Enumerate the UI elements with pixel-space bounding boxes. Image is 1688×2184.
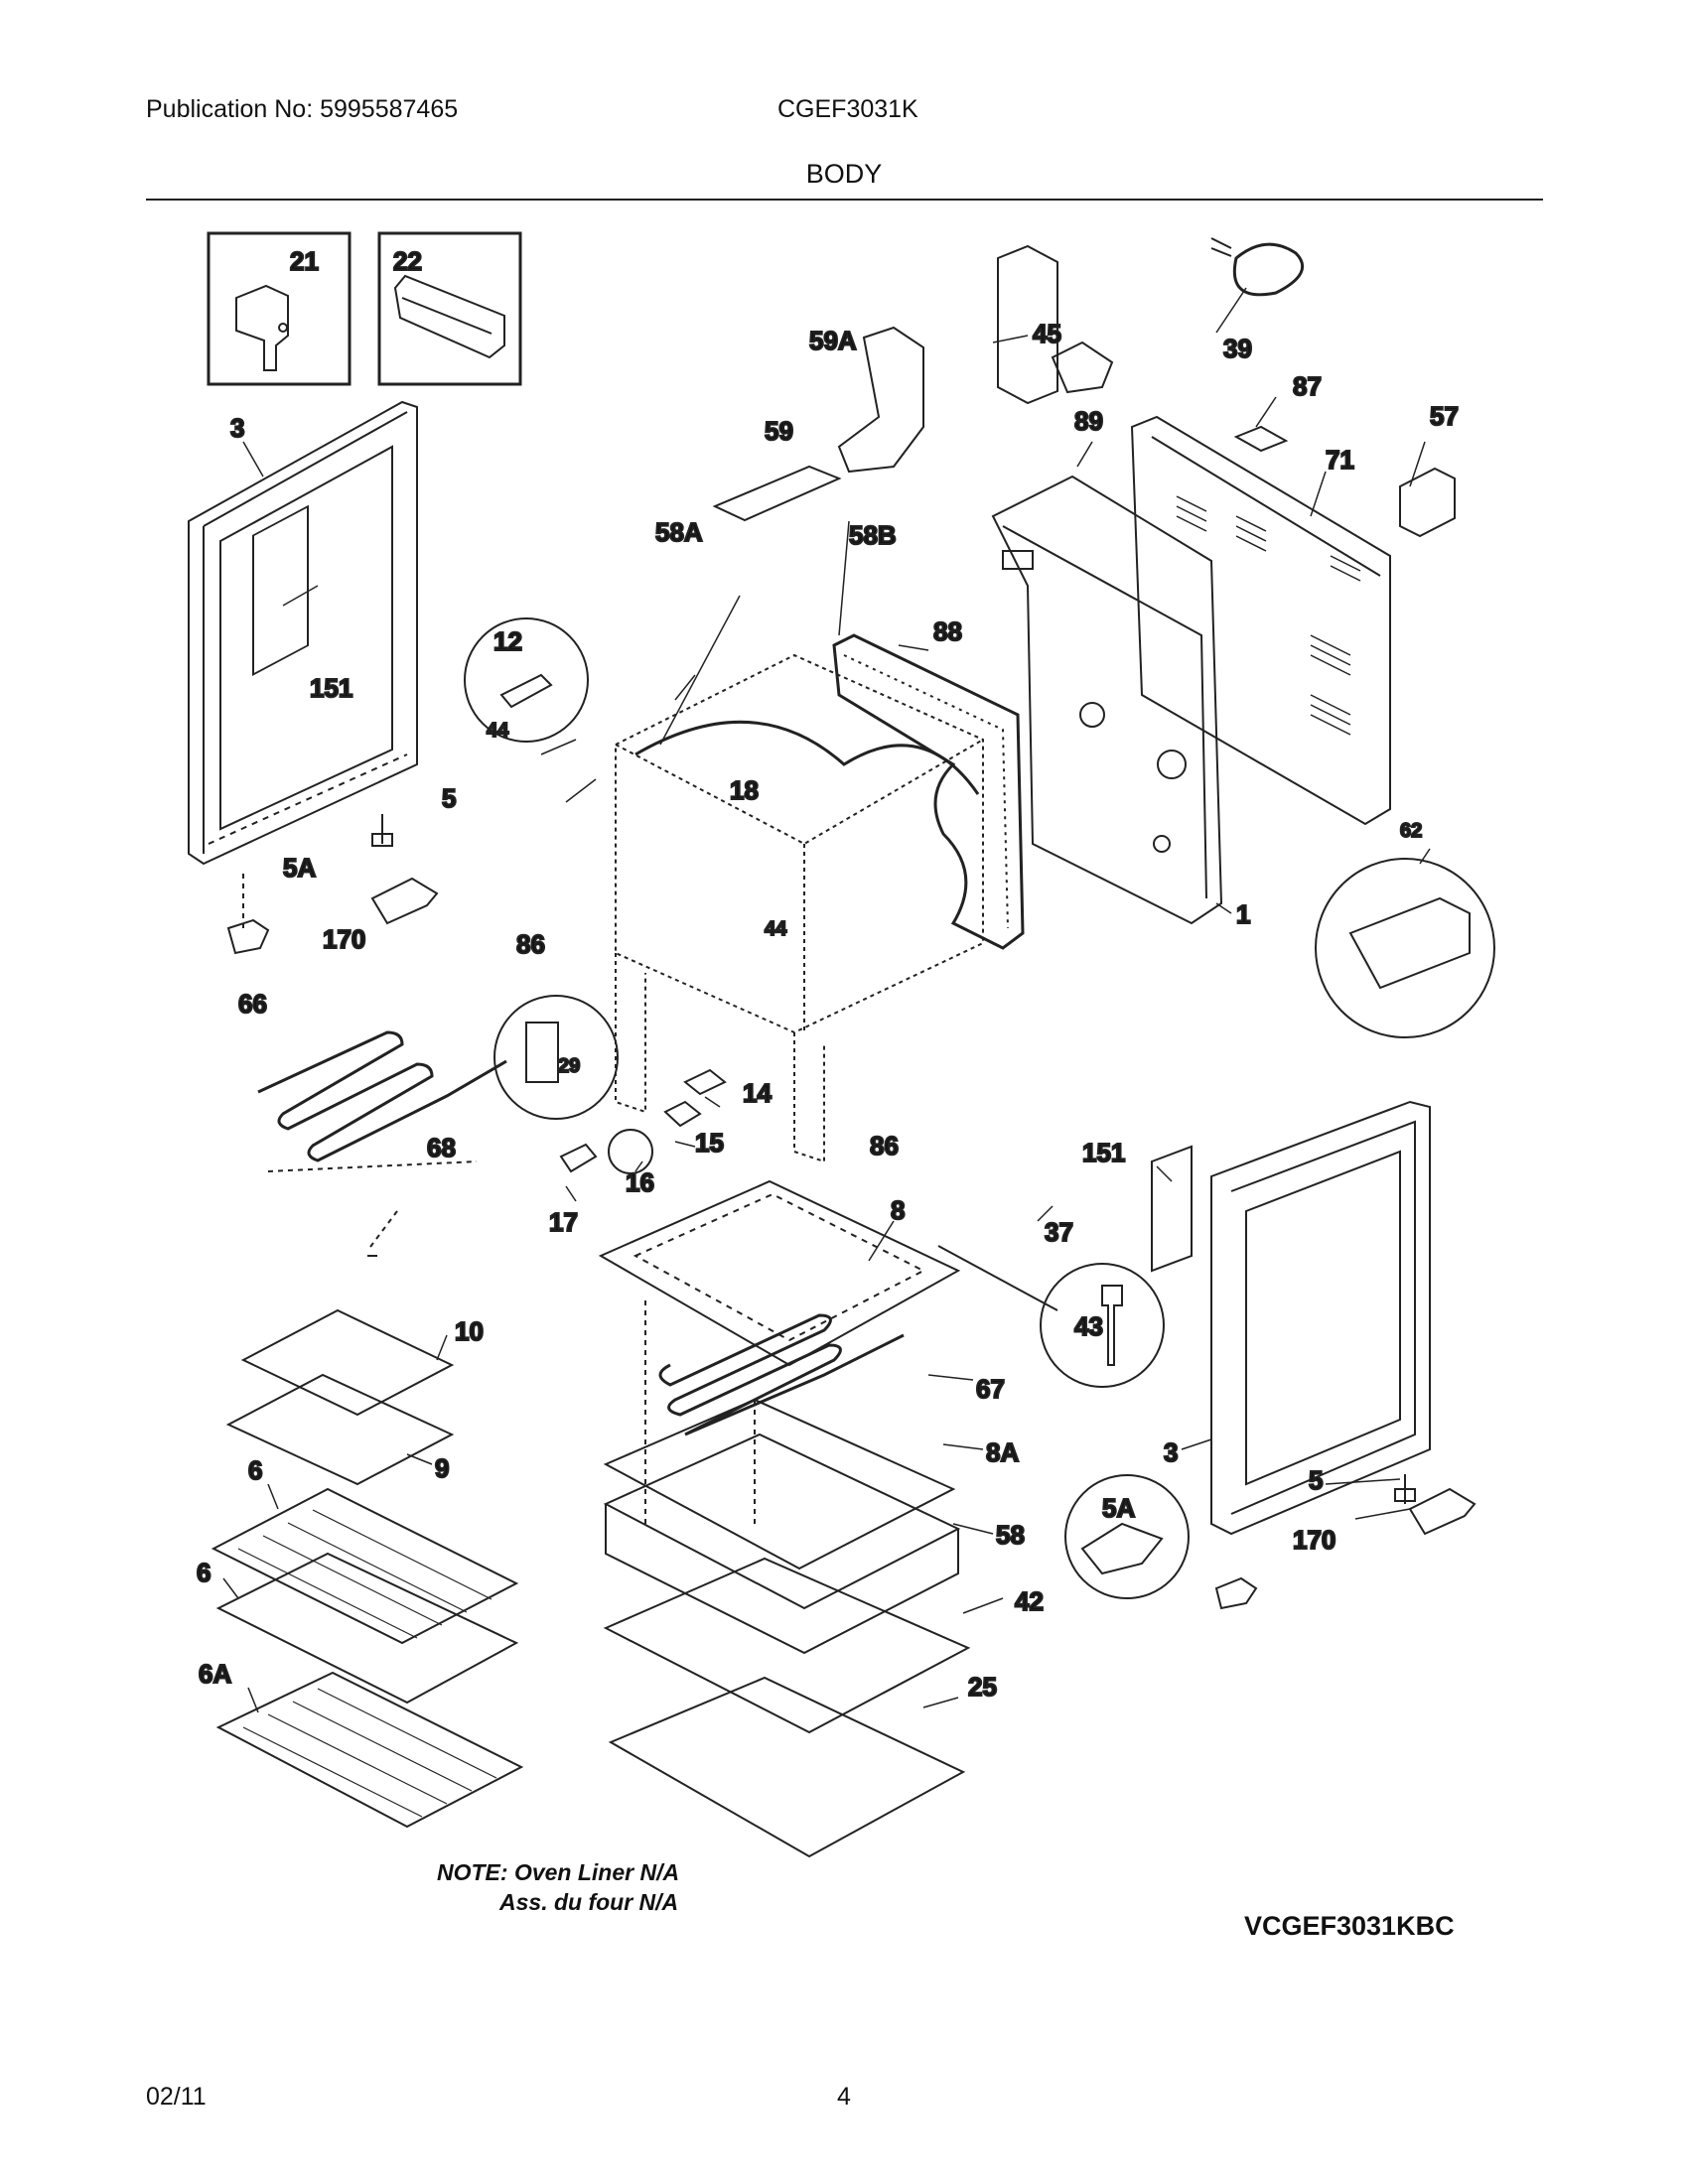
inset-box-22 [377,231,522,386]
label-57: 57 [1430,401,1459,431]
label-39: 39 [1223,334,1252,363]
publication-number: Publication No: 5995587465 [146,95,459,123]
model-number: CGEF3031K [777,95,918,123]
leveling-leg-right [1214,1474,1477,1610]
label-58: 58 [996,1520,1025,1550]
label-29: 29 [558,1055,580,1077]
label-15: 15 [695,1128,724,1158]
label-21: 21 [290,246,319,276]
label-45: 45 [1033,319,1061,348]
label-37: 37 [1045,1217,1073,1247]
inset-circle-29 [493,995,619,1120]
note-line-2: Ass. du four N/A [499,1889,679,1915]
label-58b: 58B [849,520,897,550]
oven-bottom-assembly [598,1179,1058,1858]
label-86-a: 86 [516,929,545,959]
label-170-left: 170 [323,924,365,954]
insulation-blanket [832,633,1025,950]
label-59: 59 [765,416,793,446]
label-68: 68 [427,1133,456,1162]
label-10: 10 [455,1316,484,1346]
label-14: 14 [743,1078,772,1108]
label-88: 88 [933,616,962,646]
label-44-a: 44 [487,720,509,742]
label-5a-left: 5A [283,853,316,883]
label-5a-right: 5A [1102,1493,1135,1523]
label-89: 89 [1074,406,1103,436]
label-8a: 8A [986,1437,1019,1467]
footer-date: 02/11 [146,2083,207,2111]
label-17: 17 [549,1207,578,1237]
label-22: 22 [393,246,422,276]
label-59a: 59A [809,326,857,355]
label-42: 42 [1015,1586,1044,1616]
oven-lamp-parts [559,1068,727,1174]
label-58a: 58A [655,517,703,547]
label-18: 18 [730,775,759,805]
broiler-pan-and-racks [211,1308,524,1829]
page-number: 4 [837,2083,851,2111]
inset-circle-62 [1315,858,1495,1038]
leader-lines [222,287,1431,1713]
label-6a: 6A [199,1659,231,1689]
header-rule [146,199,1543,201]
label-25: 25 [968,1672,997,1702]
inset-circle-43 [1040,1263,1165,1388]
label-6-b: 6 [197,1558,211,1587]
label-1: 1 [1236,899,1250,929]
diagram-code: VCGEF3031KBC [1244,1911,1455,1941]
label-71: 71 [1326,445,1354,475]
leveling-leg-left [226,814,439,955]
note-line-1: NOTE: Oven Liner N/A [437,1859,680,1885]
label-5-left: 5 [442,783,456,813]
side-panel-right [1151,1100,1431,1536]
label-170-right: 170 [1293,1525,1336,1555]
side-panel-left [188,400,418,866]
inset-circle-12 [464,617,589,743]
back-cover-panel [1130,415,1391,826]
label-5-right: 5 [1309,1465,1323,1495]
section-title: BODY [805,159,883,189]
inset-box-21 [207,231,352,386]
label-62: 62 [1400,820,1422,842]
label-16: 16 [626,1167,654,1197]
label-8: 8 [891,1195,905,1225]
inset-circle-5a [1064,1474,1190,1599]
label-87: 87 [1293,371,1322,401]
label-66: 66 [238,989,267,1019]
label-9: 9 [435,1453,449,1483]
label-86-b: 86 [870,1131,899,1160]
label-6-a: 6 [248,1455,262,1485]
label-3-right: 3 [1164,1437,1178,1467]
label-44-b: 44 [765,918,787,940]
oven-cavity [615,653,984,1163]
label-67: 67 [976,1374,1005,1404]
label-3-left: 3 [230,413,244,443]
broil-element [257,1030,507,1257]
label-151-left: 151 [310,673,352,703]
top-small-parts [712,237,1456,538]
label-12: 12 [493,626,522,656]
label-43: 43 [1074,1311,1103,1341]
label-151-right: 151 [1082,1138,1125,1167]
rear-frame [991,475,1223,925]
